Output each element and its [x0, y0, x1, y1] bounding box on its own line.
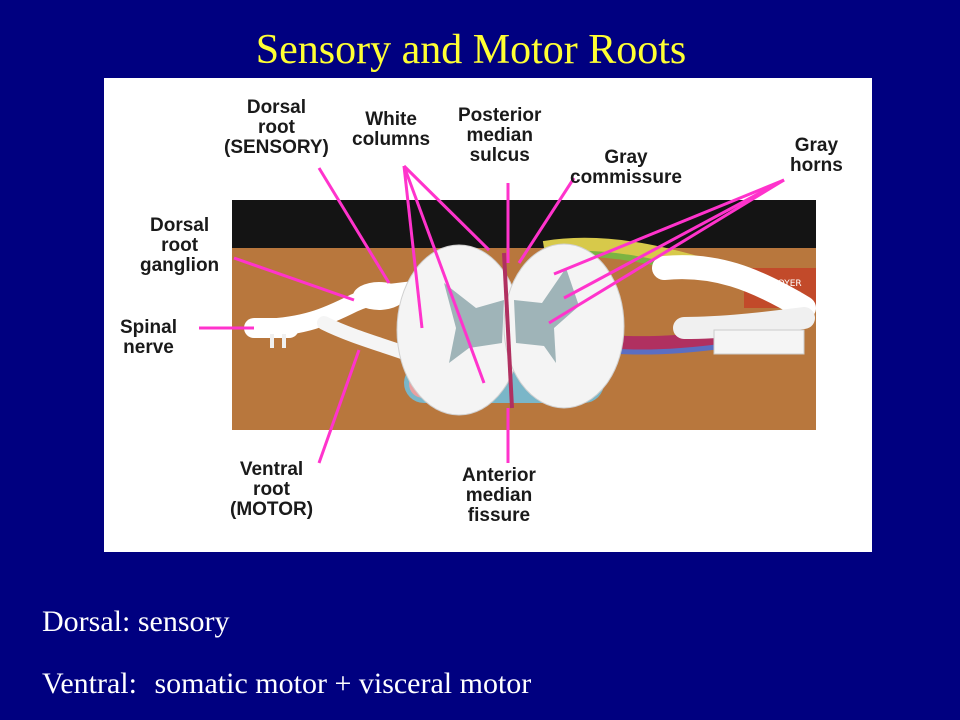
spinal-cord-cross-section	[396, 243, 625, 416]
spinal-cord-figure: DENOYER GEPPERT	[104, 78, 872, 552]
note-dorsal-text: sensory	[137, 605, 230, 638]
note-ventral-text: somatic motor + visceral motor	[154, 667, 532, 700]
gray-matter-right	[514, 268, 579, 363]
gray-matter-left	[444, 283, 504, 363]
spinal-cord-model-illustration: DENOYER GEPPERT	[199, 164, 816, 464]
note-dorsal: Dorsal: sensory	[42, 604, 229, 640]
pointer-lines	[199, 164, 785, 464]
dorsal-root-ganglion-model	[353, 282, 405, 310]
note-ventral: Ventral: somatic motor + visceral motor	[42, 666, 531, 702]
note-ventral-term: Ventral:	[42, 667, 137, 700]
note-dorsal-term: Dorsal:	[42, 605, 131, 638]
slide-title: Sensory and Motor Roots	[255, 27, 687, 73]
